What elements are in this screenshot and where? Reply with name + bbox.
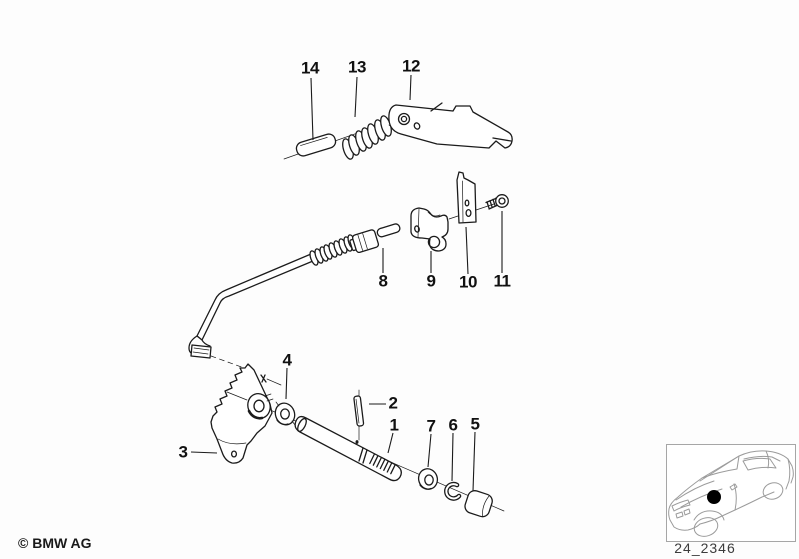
part-13-spring: [342, 115, 401, 160]
callout-9[interactable]: 9: [426, 271, 436, 291]
part-1-shaft: [294, 415, 402, 482]
car-outline: [668, 450, 794, 537]
callout-13[interactable]: 13: [348, 57, 366, 77]
callout-2[interactable]: 2: [388, 393, 398, 413]
callout-6[interactable]: 6: [448, 415, 458, 435]
callout-14[interactable]: 14: [301, 58, 319, 78]
part-10-plate: [456, 171, 477, 224]
part-5-cap: [464, 490, 493, 518]
callout-8[interactable]: 8: [378, 271, 388, 291]
callout-11[interactable]: 11: [493, 271, 511, 291]
callout-12[interactable]: 12: [402, 56, 420, 76]
part-6-snap-ring: [444, 481, 462, 501]
leader-lines: [190, 74, 503, 492]
part-location-dot: [707, 490, 721, 504]
part-2-pin: [353, 395, 365, 427]
car-locator-inset: [666, 444, 796, 542]
callout-3[interactable]: 3: [178, 442, 188, 462]
callout-7[interactable]: 7: [426, 416, 436, 436]
part-11-screw: [485, 194, 509, 210]
diagram-code-label: 24_2346: [674, 540, 736, 556]
callout-4[interactable]: 4: [282, 350, 292, 370]
callout-10[interactable]: 10: [459, 272, 477, 292]
part-8-selector-rod: [188, 223, 401, 359]
part-12-lever: [388, 102, 513, 149]
part-14-pin: [295, 133, 337, 157]
callout-5[interactable]: 5: [470, 414, 480, 434]
part-7-washer: [417, 468, 439, 490]
part-9-bracket: [410, 207, 449, 252]
part-3-sector-plate: [210, 363, 282, 464]
copyright-text: © BMW AG: [18, 535, 92, 551]
callout-1[interactable]: 1: [389, 415, 399, 435]
part-4-bushing: [274, 401, 296, 426]
